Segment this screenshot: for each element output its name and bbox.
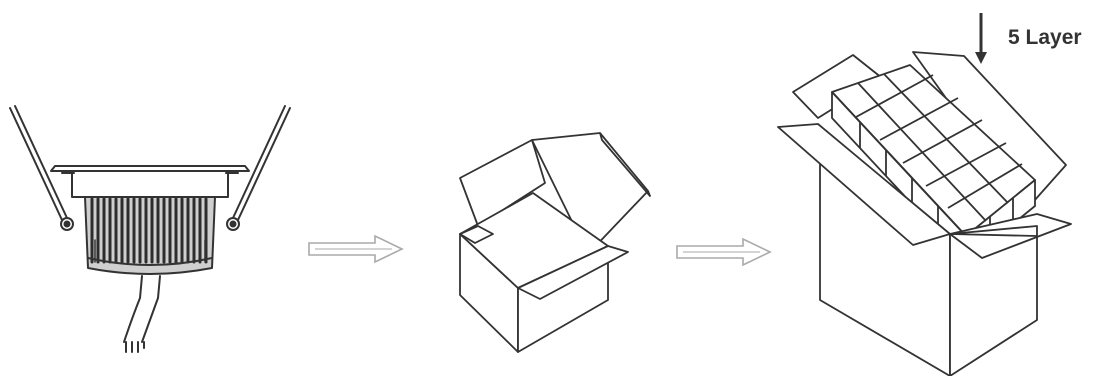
heat-sink bbox=[85, 197, 215, 274]
flow-arrow-2 bbox=[677, 239, 770, 265]
downlight-illustration bbox=[10, 106, 290, 352]
trim-ring bbox=[51, 166, 249, 197]
layer-count-label: 5 Layer bbox=[1008, 26, 1082, 50]
down-arrow-icon bbox=[975, 52, 987, 64]
inner-box-illustration bbox=[460, 133, 650, 352]
master-carton-illustration bbox=[778, 52, 1071, 376]
layer-indicator bbox=[975, 13, 987, 64]
power-cable bbox=[124, 276, 160, 352]
flow-arrow-1 bbox=[309, 236, 402, 262]
